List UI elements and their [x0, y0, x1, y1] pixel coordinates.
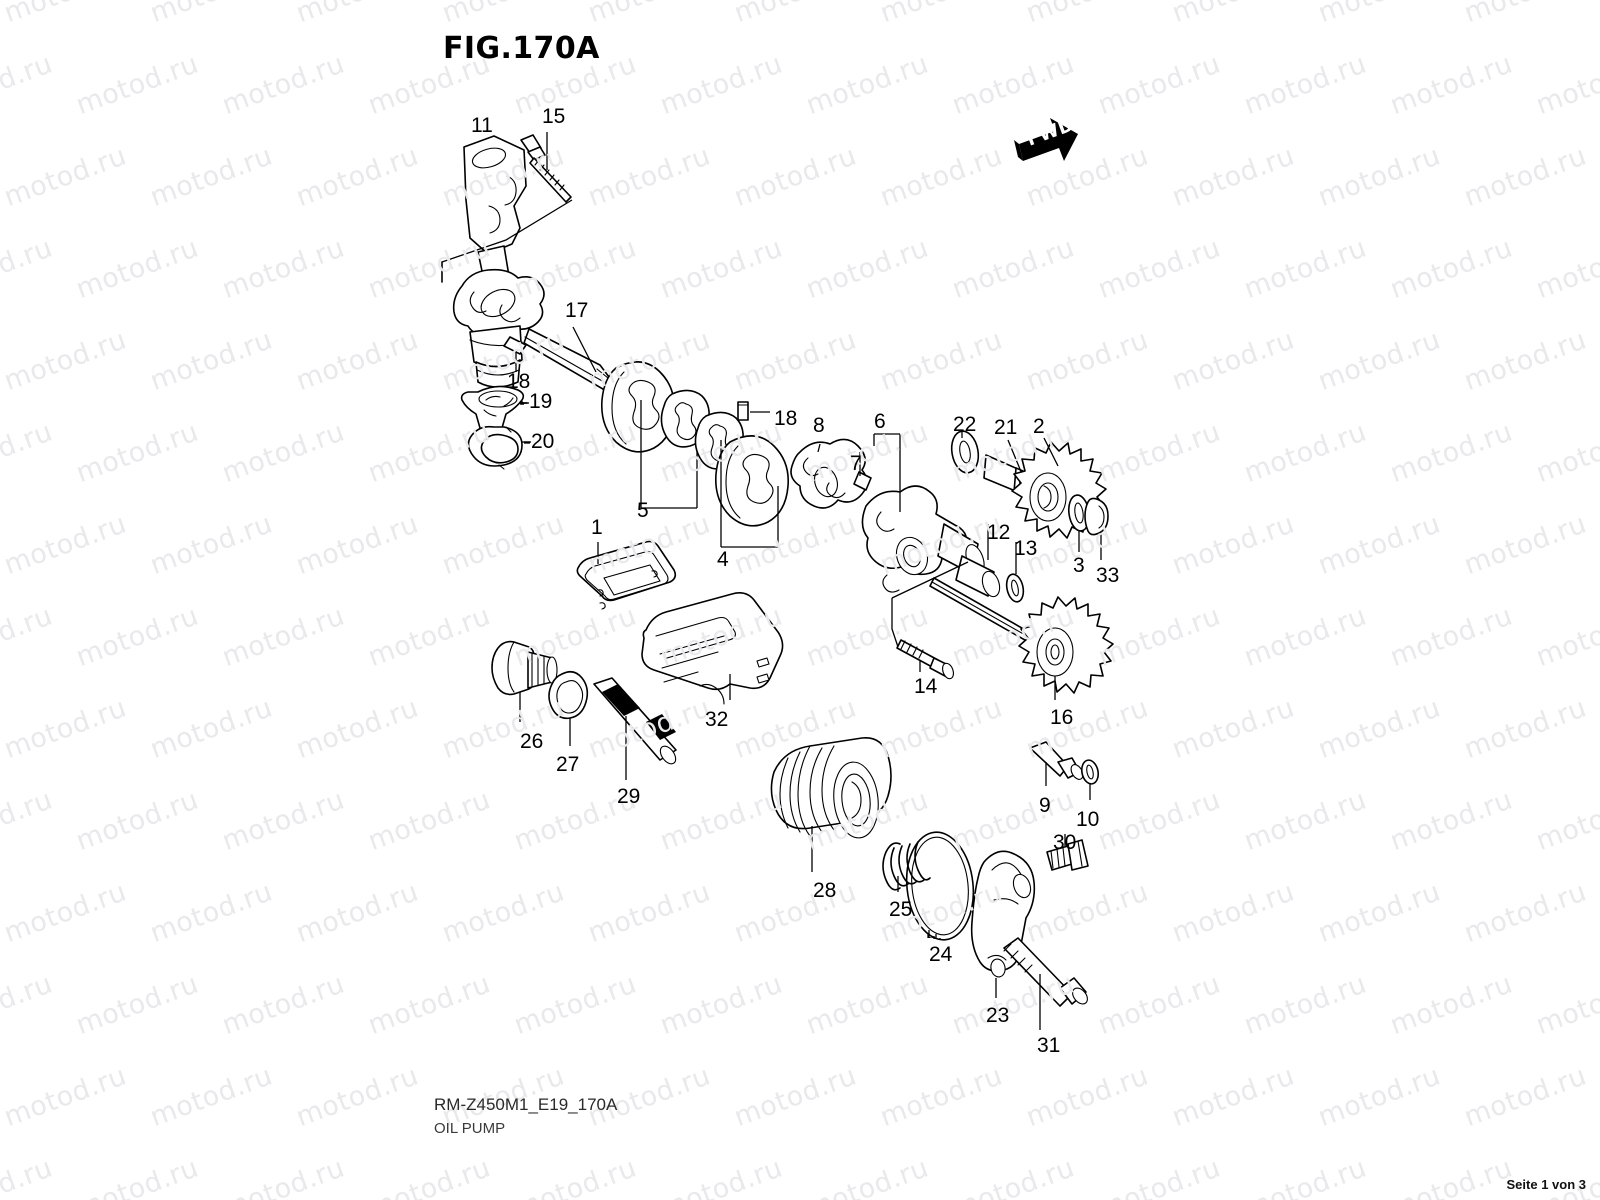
fwd-arrow-badge: [1014, 118, 1078, 161]
part-26-drain-plug: [491, 640, 558, 722]
part-18-pin-left: [503, 336, 527, 372]
part-29-stud-bolt: [593, 677, 677, 780]
part-20-circlip: [467, 425, 531, 470]
part-33-circlip: [1084, 497, 1109, 560]
part-24-o-ring: [905, 831, 975, 941]
part-31-long-bolt: [1003, 937, 1088, 1030]
part-4-outer-rotor: [660, 389, 790, 548]
part-23-filter-cap: [970, 850, 1036, 998]
part-8-pump-plate: [790, 438, 868, 509]
part-14-mounting-bolt: [891, 561, 969, 680]
part-11-shaft-joint: [452, 135, 545, 388]
part-17-drive-shaft: [523, 326, 616, 393]
part-32-strainer-cover: [641, 592, 784, 705]
part-28-filter-element: [770, 737, 892, 872]
part-10-o-ring-small: [1080, 759, 1100, 800]
part-5-inner-rotor: [600, 361, 698, 509]
part-19-oil-seal: [460, 385, 529, 432]
part-1-strainer-plate: [576, 540, 677, 610]
part-25-filter-spring: [882, 841, 931, 892]
part-18-pin-right: [737, 401, 770, 421]
part-22-washer: [950, 430, 980, 474]
part-30-bolt: [1046, 834, 1089, 871]
part-9-relief-valve: [1029, 741, 1084, 786]
part-27-drain-gasket: [548, 670, 589, 746]
part-12-spacer: [955, 524, 1001, 598]
part-15-bolt: [441, 132, 573, 283]
part-16-drive-gear: [1018, 596, 1114, 700]
part-13-washer: [1005, 542, 1025, 603]
part-7-dowel-pin: [853, 452, 872, 491]
